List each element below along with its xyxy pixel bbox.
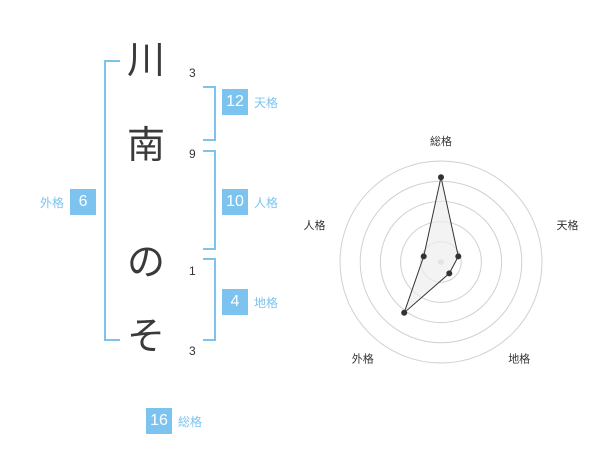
- soukaku-value: 16: [146, 408, 172, 434]
- radar-point-2: [455, 253, 462, 260]
- gaikaku-bracket: [104, 60, 120, 341]
- tenkaku-bracket: [203, 86, 216, 141]
- gaikaku-value: 6: [70, 189, 97, 215]
- radar-ring-5: [339, 160, 543, 364]
- radar-axis-label-3: 地格: [508, 351, 530, 365]
- radar-point-1: [438, 174, 444, 181]
- radar-axis-label-1: 総格: [430, 134, 452, 148]
- name-char-2: 南: [126, 123, 165, 167]
- soukaku-fortune: 16 総格: [146, 408, 202, 434]
- gaikaku-fortune: 6 外格: [40, 189, 97, 215]
- stroke-count-1: 3: [189, 66, 196, 80]
- tenkaku-label: 天格: [254, 95, 279, 110]
- tenkaku-fortune: 12 天格: [222, 89, 278, 115]
- radar-axis-label-2: 天格: [557, 218, 579, 232]
- chikaku-bracket: [203, 258, 216, 341]
- jinkaku-value: 10: [222, 189, 248, 215]
- chikaku-label: 地格: [254, 295, 279, 310]
- chikaku-fortune: 4 地格: [222, 289, 278, 315]
- jinkaku-fortune: 10 人格: [222, 189, 278, 215]
- stroke-count-3: 1: [189, 264, 196, 278]
- soukaku-label: 総格: [178, 414, 203, 429]
- chikaku-value: 4: [222, 289, 248, 315]
- stroke-count-4: 3: [189, 344, 196, 358]
- radar-point-3: [446, 270, 453, 277]
- jinkaku-bracket: [203, 150, 216, 250]
- radar-axis-label-4: 外格: [352, 351, 374, 365]
- radar-point-5: [420, 253, 427, 260]
- name-char-1: 川: [126, 38, 165, 82]
- radar-point-4: [401, 309, 408, 316]
- radar-series-polygon: [403, 177, 459, 315]
- radar-axis-label-5: 人格: [304, 218, 326, 232]
- jinkaku-label: 人格: [254, 195, 279, 210]
- stroke-count-2: 9: [189, 147, 196, 161]
- name-char-4: そ: [126, 314, 165, 358]
- name-char-3: の: [126, 240, 165, 284]
- tenkaku-value: 12: [222, 89, 248, 115]
- gaikaku-label: 外格: [40, 195, 65, 210]
